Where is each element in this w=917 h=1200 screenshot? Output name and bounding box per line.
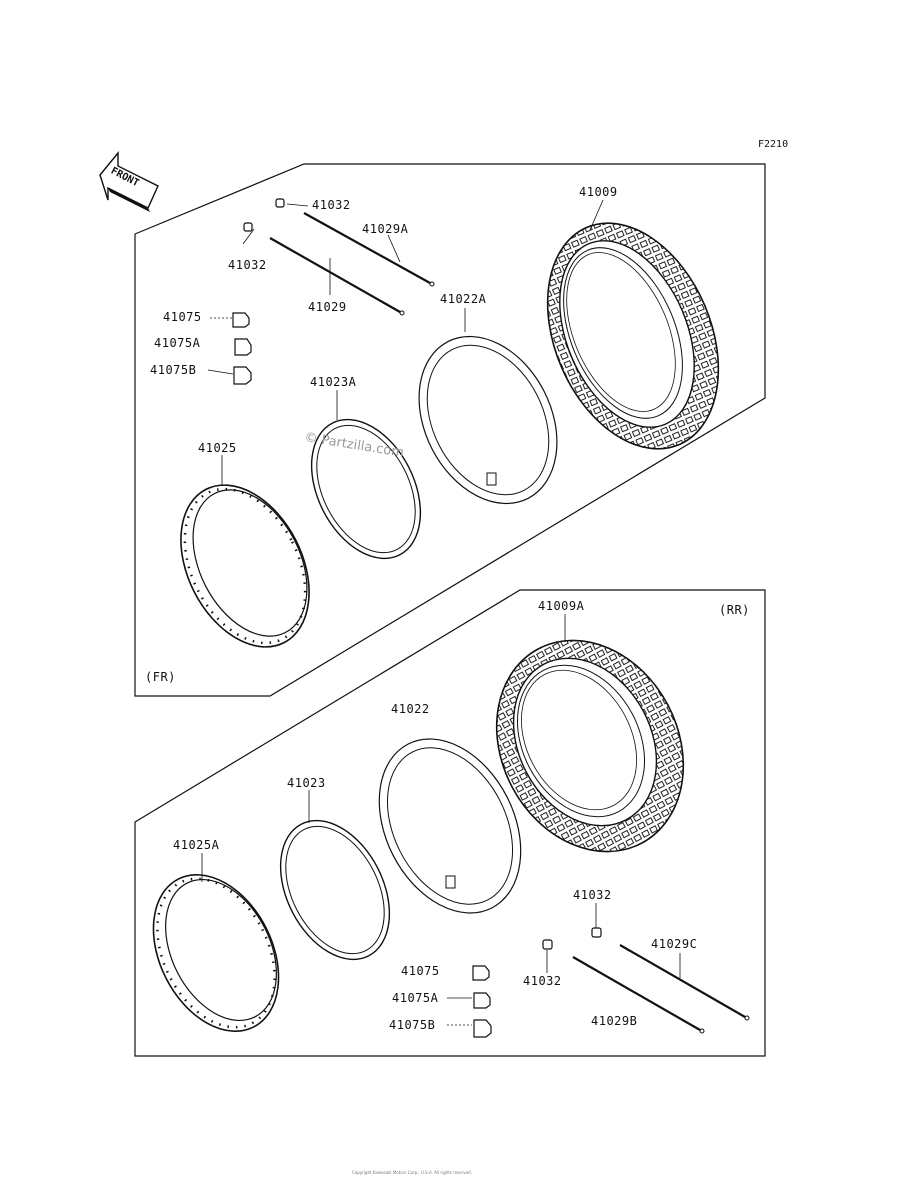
rear-valve-stem-icon — [445, 875, 456, 889]
rear-label-nipple-1: 41032 — [573, 888, 612, 902]
valve-stem-icon — [486, 472, 497, 486]
front-rim-band-41023A — [310, 418, 422, 560]
front-label-spacer-a: 41075A — [154, 336, 201, 350]
footer-copyright: Copyright Kawasaki Motors Corp., U.S.A. … — [352, 1170, 472, 1175]
front-tire-41009 — [546, 222, 720, 450]
rear-nipple-1-icon — [591, 927, 602, 938]
front-label-nipple-2: 41032 — [228, 258, 267, 272]
rear-spacer-41075B-icon — [473, 1019, 492, 1038]
rear-tube-41022 — [378, 738, 522, 914]
front-label-tube: 41022A — [440, 292, 487, 306]
figure-ref: F2210 — [758, 139, 788, 150]
front-section-tag: (FR) — [145, 670, 176, 684]
rear-label-rim: 41025A — [173, 838, 220, 852]
rear-label-spoke-b: 41029B — [591, 1014, 637, 1028]
front-label-spoke: 41029 — [308, 300, 347, 314]
rear-label-spoke-c: 41029C — [651, 937, 697, 951]
front-label-spacer: 41075 — [163, 310, 202, 324]
rear-rim-band-41023 — [279, 819, 391, 961]
front-rim-41025 — [180, 484, 310, 648]
front-spoke-41029A — [303, 212, 435, 287]
front-spacer-41075-icon — [232, 312, 250, 328]
rear-nipple-2-icon — [542, 939, 553, 950]
rear-spoke-41029C — [619, 944, 750, 1021]
front-nipple-1-icon — [275, 198, 285, 208]
rear-label-spacer-b: 41075B — [389, 1018, 435, 1032]
rear-label-spacer-a: 41075A — [392, 991, 439, 1005]
rear-panel-border — [134, 589, 766, 1057]
front-label-rim: 41025 — [198, 441, 237, 455]
front-leader-lines — [207, 199, 604, 485]
rear-label-spacer: 41075 — [401, 964, 440, 978]
rear-spacer-41075-icon — [472, 965, 490, 981]
front-label-spoke-a: 41029A — [362, 222, 409, 236]
front-label-nipple-1: 41032 — [312, 198, 351, 212]
rear-label-tube: 41022 — [391, 702, 430, 716]
front-panel-border — [134, 163, 766, 697]
rear-leader-lines — [201, 614, 681, 1026]
front-arrow-icon: FRONT — [99, 151, 159, 212]
rear-spacer-41075A-icon — [473, 992, 491, 1009]
rear-section-tag: (RR) — [719, 603, 750, 617]
front-label-rim-band: 41023A — [310, 375, 357, 389]
front-label-tire: 41009 — [579, 185, 618, 199]
front-spoke-41029 — [269, 237, 405, 316]
rear-label-tire: 41009A — [538, 599, 585, 613]
front-spacer-41075B-icon — [233, 366, 252, 385]
front-nipple-2-icon — [243, 222, 253, 232]
front-label-spacer-b: 41075B — [150, 363, 196, 377]
watermark: © Partzilla.com — [303, 430, 404, 461]
front-spacer-41075A-icon — [234, 338, 252, 356]
rear-rim-41025A — [152, 873, 280, 1033]
rear-tire-41009A — [495, 639, 685, 853]
rear-label-rim-band: 41023 — [287, 776, 326, 790]
front-tube-41022A — [418, 335, 558, 505]
rear-spoke-41029B — [572, 956, 705, 1034]
rear-label-nipple-2: 41032 — [523, 974, 562, 988]
